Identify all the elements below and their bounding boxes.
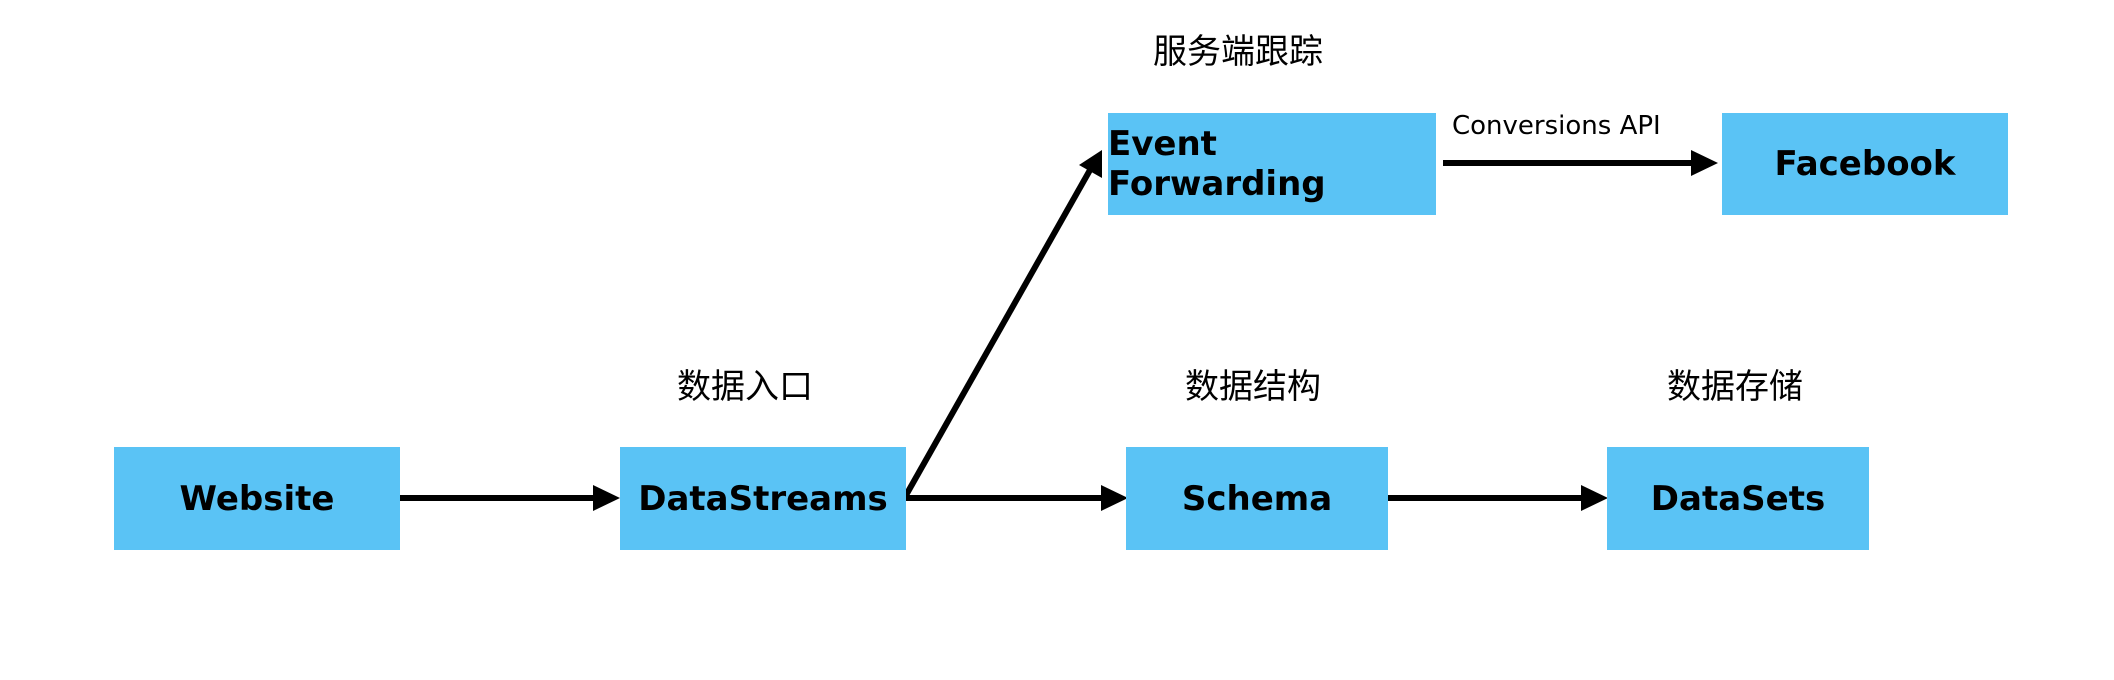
node-event-forwarding: Event Forwarding (1108, 113, 1436, 215)
node-website: Website (114, 447, 400, 550)
label-data-structure: 数据结构 (1185, 367, 1321, 407)
edge-datastreams-to-event-forwarding (902, 150, 1102, 499)
node-datasets: DataSets (1607, 447, 1869, 550)
edge-datastreams-to-schema (905, 485, 1128, 511)
node-datastreams: DataStreams (620, 447, 906, 550)
node-schema: Schema (1126, 447, 1388, 550)
edge-schema-to-datasets (1387, 485, 1608, 511)
label-data-storage: 数据存储 (1667, 367, 1803, 407)
edge-event-forwarding-to-facebook (1443, 150, 1718, 176)
node-facebook: Facebook (1722, 113, 2008, 215)
edge-label-conversions-api: Conversions API (1452, 111, 1661, 141)
label-data-entry: 数据入口 (677, 367, 813, 407)
label-server-side: 服务端跟踪 (1153, 32, 1323, 72)
edge-website-to-datastreams (400, 485, 620, 511)
